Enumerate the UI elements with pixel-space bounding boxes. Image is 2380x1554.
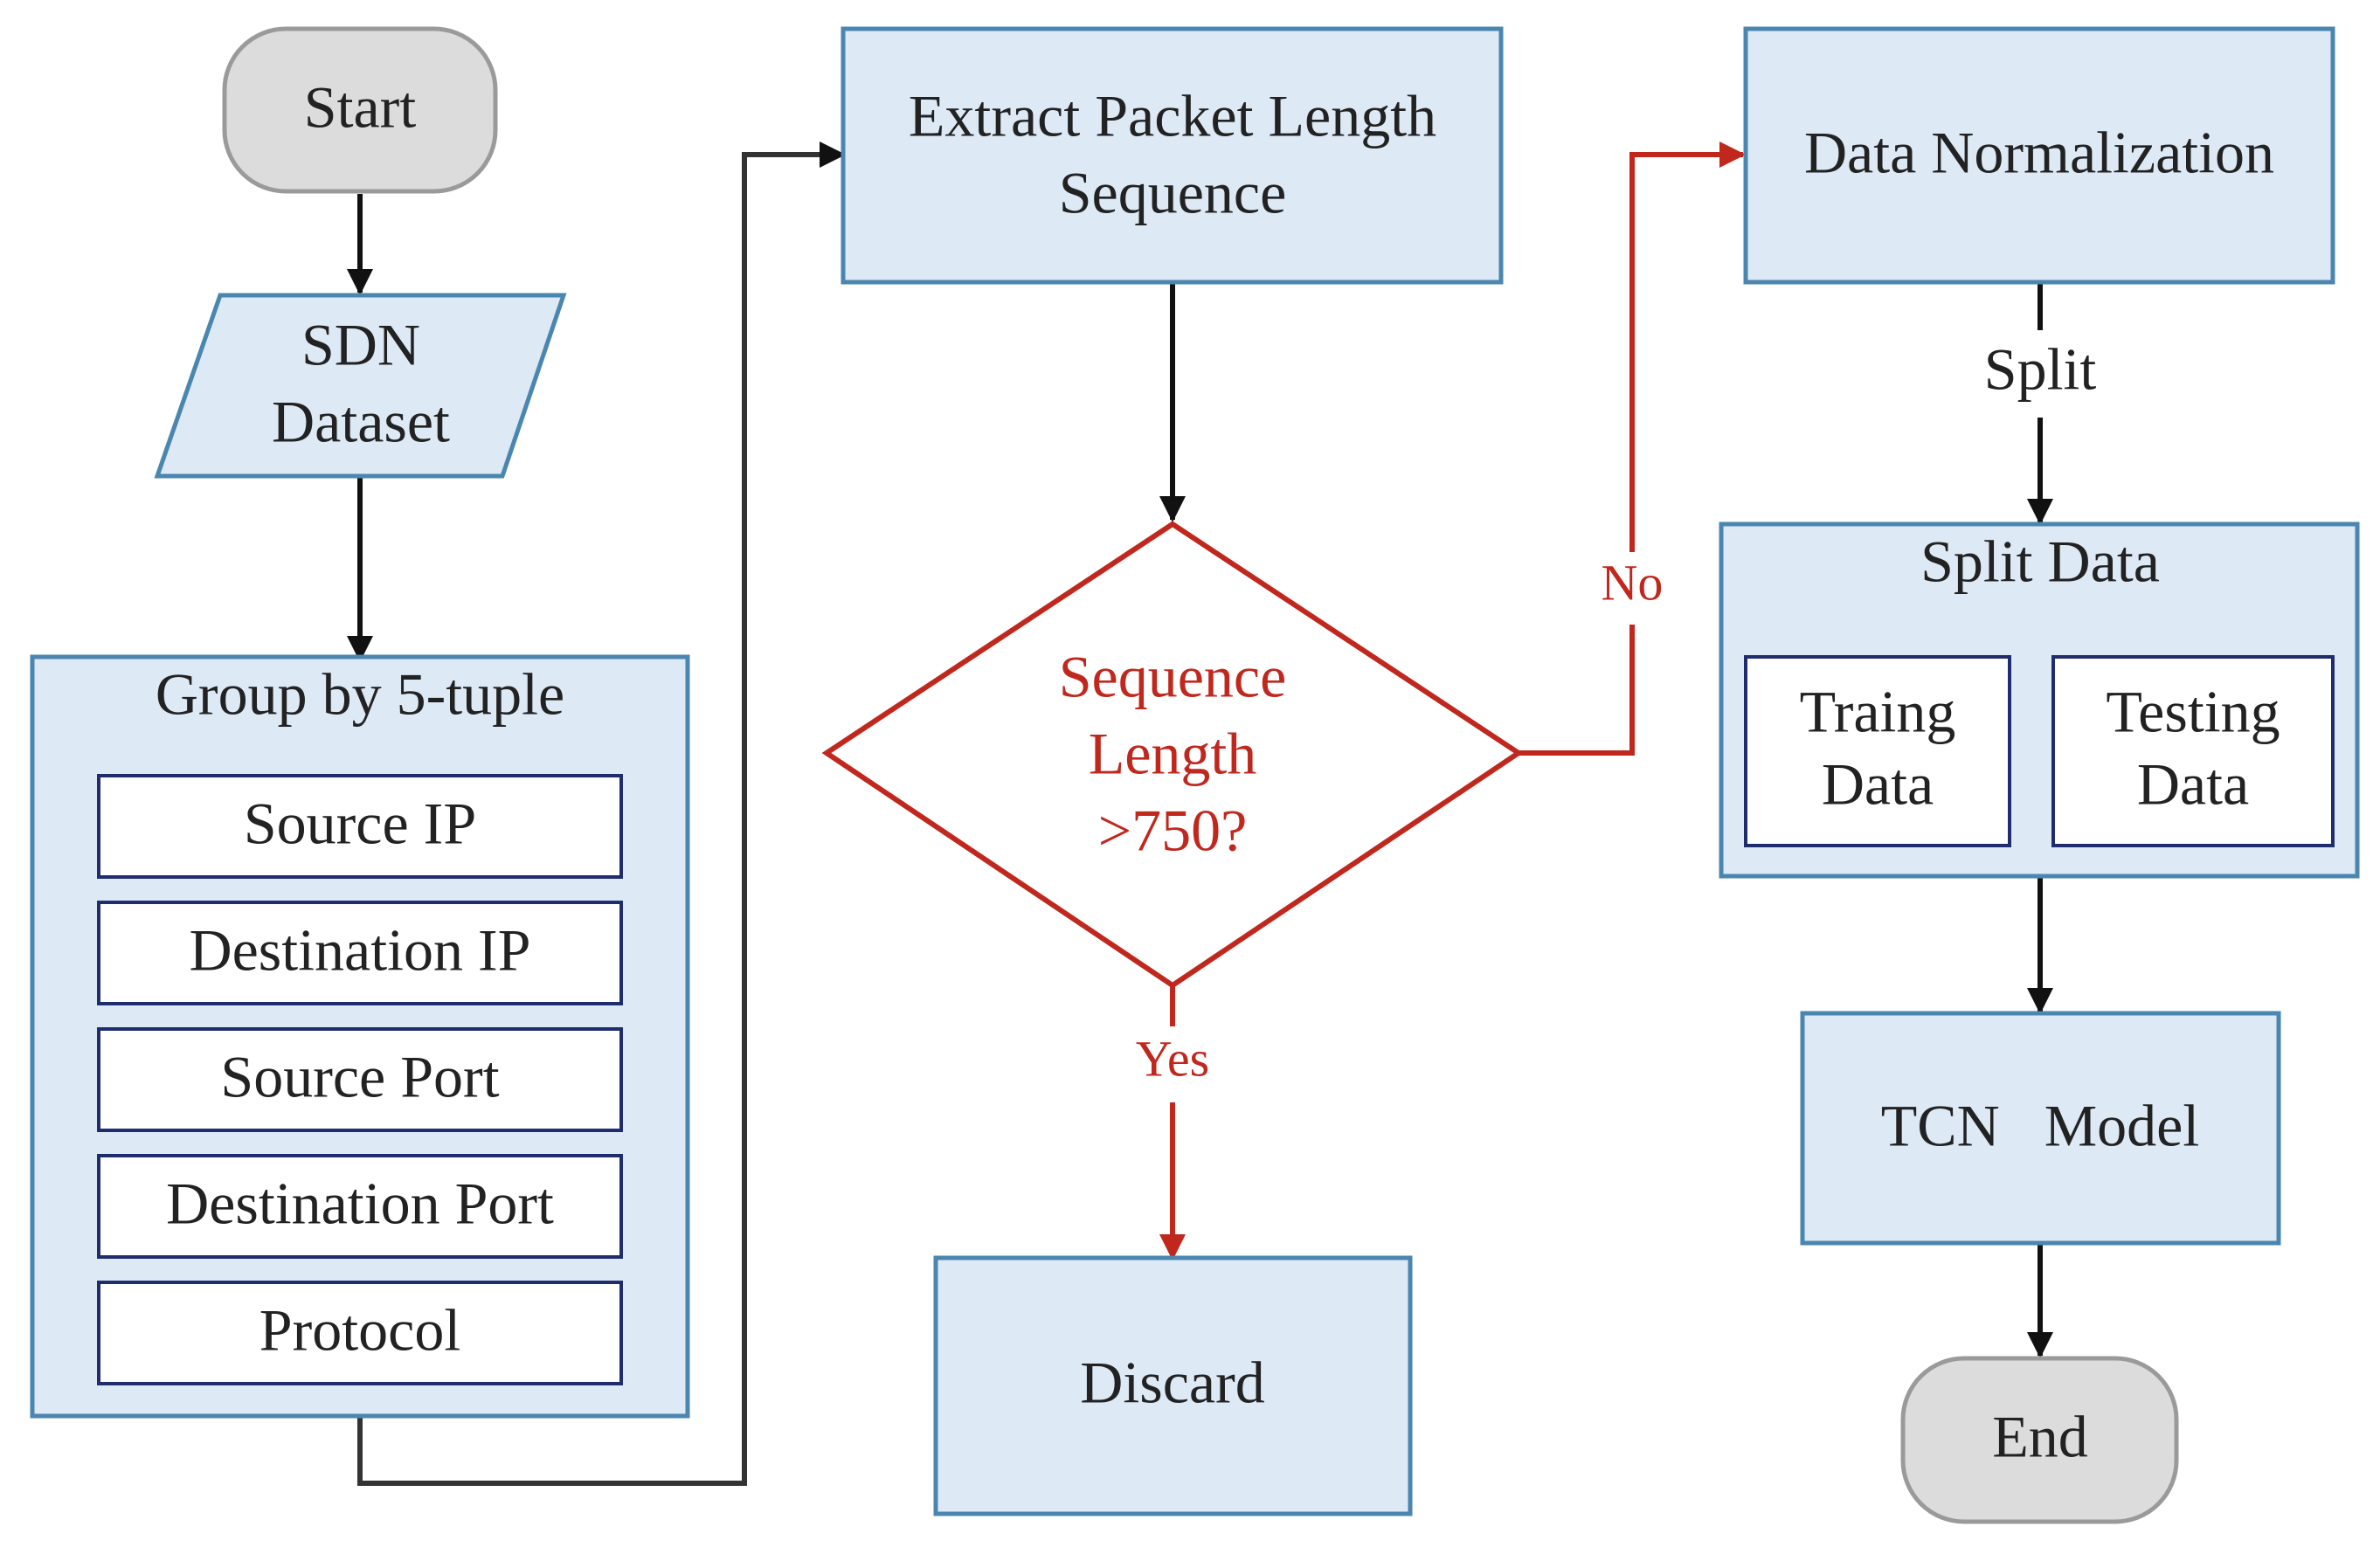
extract-label-line2: Sequence — [1059, 160, 1287, 226]
arrow-no-segment-bottom — [1519, 625, 1635, 756]
group-field-destination-ip: Destination IP — [97, 901, 623, 1005]
field-label: Source Port — [220, 1044, 499, 1110]
normalize-node: Data Normalization — [1743, 26, 2335, 285]
field-label: Protocol — [259, 1297, 460, 1364]
field-label: Destination Port — [166, 1171, 554, 1237]
model-node: TCN Model — [1800, 1011, 2281, 1246]
extract-node: Extract Packet Length Sequence — [841, 26, 1504, 285]
decision-node: Sequence Length >750? — [821, 521, 1524, 989]
field-label: Source IP — [244, 791, 476, 857]
split-data-title: Split Data — [1920, 528, 2160, 595]
group-field-source-ip: Source IP — [97, 774, 623, 879]
model-label: TCN Model — [1881, 1093, 2200, 1159]
split-data-node: Split Data Traing Data Testing Data — [1719, 521, 2360, 879]
testing-label-line1: Testing — [2106, 679, 2280, 745]
extract-label-line1: Extract Packet Length — [909, 83, 1436, 149]
arrow-no-to-normalize — [1629, 142, 1746, 552]
normalize-label: Data Normalization — [1804, 120, 2274, 186]
arrow-group-to-extract — [357, 142, 846, 1486]
dataset-label-line1: SDN — [301, 312, 420, 378]
field-label: Destination IP — [190, 917, 531, 984]
dataset-label-line2: Dataset — [272, 389, 450, 455]
no-label: No — [1602, 554, 1664, 611]
start-label: Start — [304, 74, 417, 141]
decision-label-line1: Sequence — [1059, 644, 1287, 710]
connectors — [347, 142, 2053, 1486]
discard-node: Discard — [933, 1255, 1413, 1516]
group-field-source-port: Source Port — [97, 1027, 623, 1132]
group-field-protocol: Protocol — [97, 1281, 623, 1385]
group-field-destination-port: Destination Port — [97, 1154, 623, 1259]
training-label-line1: Traing — [1800, 679, 1956, 745]
end-label: End — [1992, 1404, 2088, 1470]
group-title: Group by 5-tuple — [156, 661, 564, 728]
training-label-line2: Data — [1822, 751, 1934, 818]
decision-label-line3: >750? — [1098, 798, 1248, 864]
training-data-box: Traing Data — [1744, 655, 2011, 847]
dataset-node: SDN Dataset — [154, 293, 567, 479]
end-node: End — [1900, 1356, 2179, 1524]
testing-data-box: Testing Data — [2051, 655, 2335, 847]
yes-label: Yes — [1136, 1030, 1209, 1087]
decision-label-line2: Length — [1089, 721, 1257, 787]
testing-label-line2: Data — [2137, 751, 2249, 818]
discard-label: Discard — [1080, 1350, 1264, 1416]
split-edge-label: Split — [1984, 336, 2097, 403]
group-node: Group by 5-tuple Source IP Destination I… — [30, 654, 690, 1419]
start-node: Start — [222, 26, 498, 194]
